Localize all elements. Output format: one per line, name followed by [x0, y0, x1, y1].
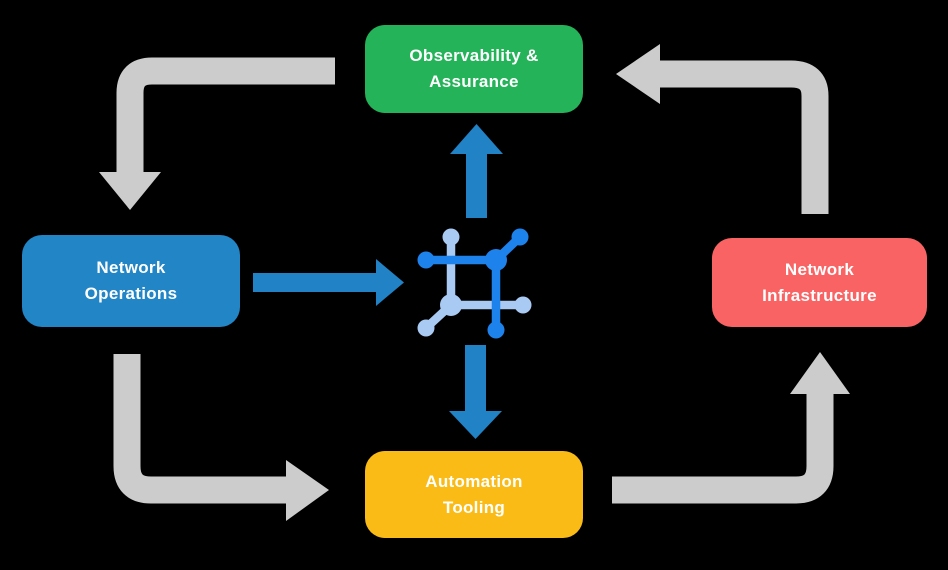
cycle-arrow-operations-to-automation: [113, 354, 329, 521]
cycle-arrow-automation-to-infrastructure: [612, 352, 850, 504]
cycle-arrow-infrastructure-to-observability: [616, 44, 829, 214]
node-label-line: Operations: [84, 284, 178, 303]
node-automation-tooling: Automation Tooling: [365, 451, 583, 538]
node-label-line: Automation: [425, 471, 523, 491]
node-label-line: Assurance: [429, 72, 519, 91]
network-automation-icon: [417, 228, 532, 339]
node-network-infrastructure: Network Infrastructure: [712, 238, 927, 327]
node-network-operations: Network Operations: [22, 235, 240, 327]
node-label-line: Network: [96, 258, 166, 277]
flow-arrow-icon-to-observability: [450, 124, 503, 218]
flow-arrow-icon-to-automation: [449, 345, 502, 439]
node-label-line: Network: [784, 259, 855, 279]
node-label-line: Infrastructure: [762, 285, 877, 305]
node-label-line: Tooling: [442, 497, 506, 517]
node-observability-assurance: Observability & Assurance: [365, 25, 583, 113]
node-label-line: Observability &: [409, 46, 539, 65]
cycle-arrow-observability-to-operations: [99, 57, 335, 210]
flow-arrow-operations-to-icon: [253, 259, 404, 306]
